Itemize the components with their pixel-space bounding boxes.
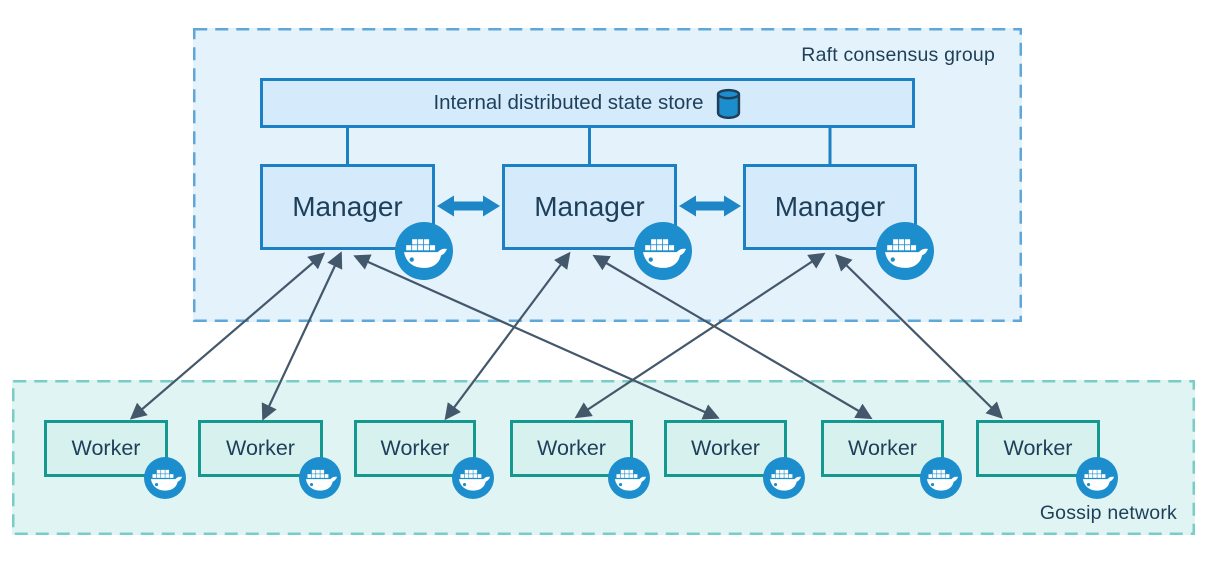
- docker-icon: [920, 457, 962, 499]
- gossip-network-label: Gossip network: [1039, 502, 1177, 524]
- docker-icon: [763, 457, 805, 499]
- manager-label: Manager: [534, 191, 645, 222]
- docker-icon: [876, 222, 934, 280]
- worker-label: Worker: [1003, 436, 1073, 460]
- docker-icon: [452, 457, 494, 499]
- docker-icon: [144, 457, 186, 499]
- manager-label: Manager: [292, 191, 403, 222]
- raft-group-label: Raft consensus group: [801, 44, 995, 66]
- state-store-label: Internal distributed state store: [433, 91, 704, 114]
- database-cylinder-icon: [715, 88, 742, 119]
- docker-icon: [299, 457, 341, 499]
- docker-icon: [395, 222, 453, 280]
- worker-label: Worker: [691, 436, 760, 460]
- docker-icon: [608, 457, 650, 499]
- worker-label: Worker: [380, 436, 450, 460]
- worker-node-4: Worker: [510, 420, 633, 477]
- worker-node-1: Worker: [44, 420, 168, 477]
- worker-label: Worker: [537, 436, 606, 460]
- worker-label: Worker: [848, 436, 917, 460]
- docker-icon: [1076, 457, 1118, 499]
- raft-dashed-border: [193, 28, 1022, 322]
- manager-label: Manager: [774, 191, 886, 222]
- docker-icon: [634, 222, 692, 280]
- worker-label: Worker: [71, 436, 141, 460]
- state-store-box: Internal distributed state store: [260, 78, 915, 128]
- worker-label: Worker: [226, 436, 295, 460]
